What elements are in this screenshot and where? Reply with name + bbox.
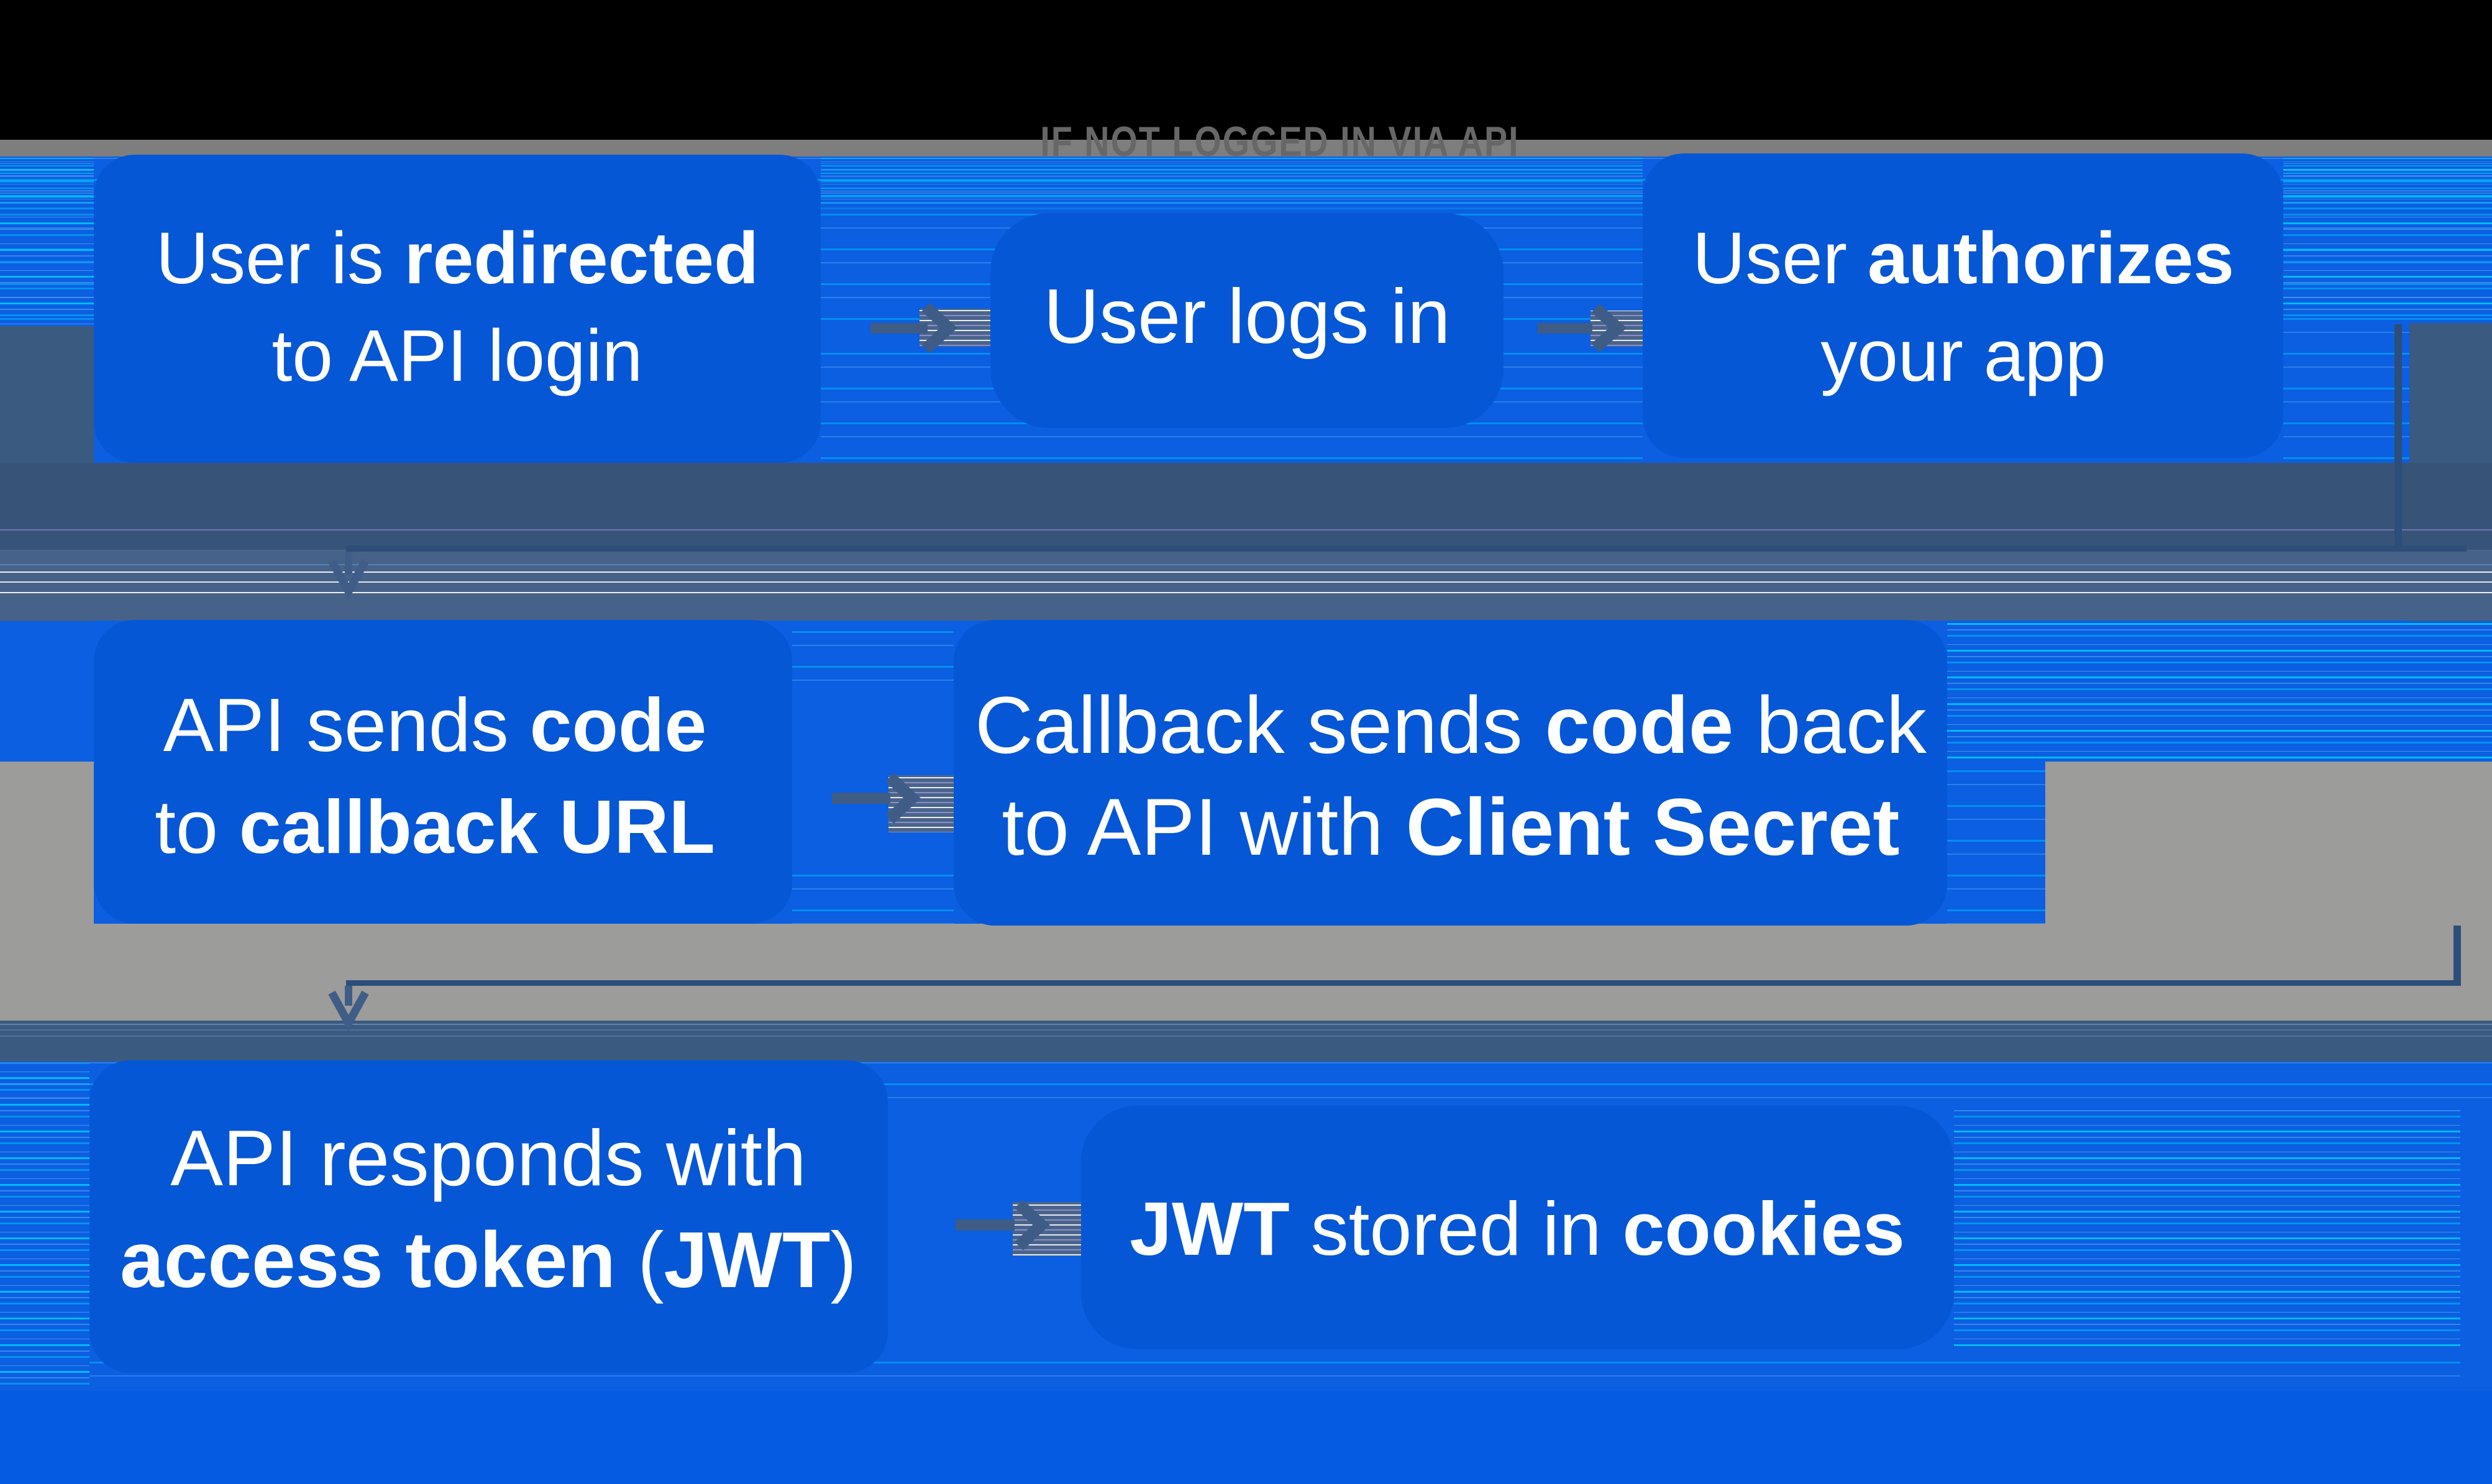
svg-text:access token (JWT): access token (JWT) (120, 1216, 857, 1304)
svg-text:to API login: to API login (272, 315, 643, 397)
svg-text:API sends code: API sends code (163, 683, 707, 767)
svg-text:your app: your app (1820, 315, 2106, 397)
svg-text:Callback sends code back: Callback sends code back (975, 680, 1927, 770)
svg-text:to callback URL: to callback URL (155, 785, 715, 869)
svg-text:JWT stored in cookies: JWT stored in cookies (1130, 1186, 1905, 1271)
svg-text:User is redirected: User is redirected (156, 217, 759, 299)
svg-text:IF NOT LOGGED IN VIA API: IF NOT LOGGED IN VIA API (1040, 119, 1519, 165)
svg-text:API responds with: API responds with (170, 1114, 806, 1202)
svg-text:User authorizes: User authorizes (1692, 217, 2234, 299)
svg-text:User logs in: User logs in (1044, 274, 1451, 360)
svg-text:to API with Client Secret: to API with Client Secret (1002, 781, 1899, 872)
